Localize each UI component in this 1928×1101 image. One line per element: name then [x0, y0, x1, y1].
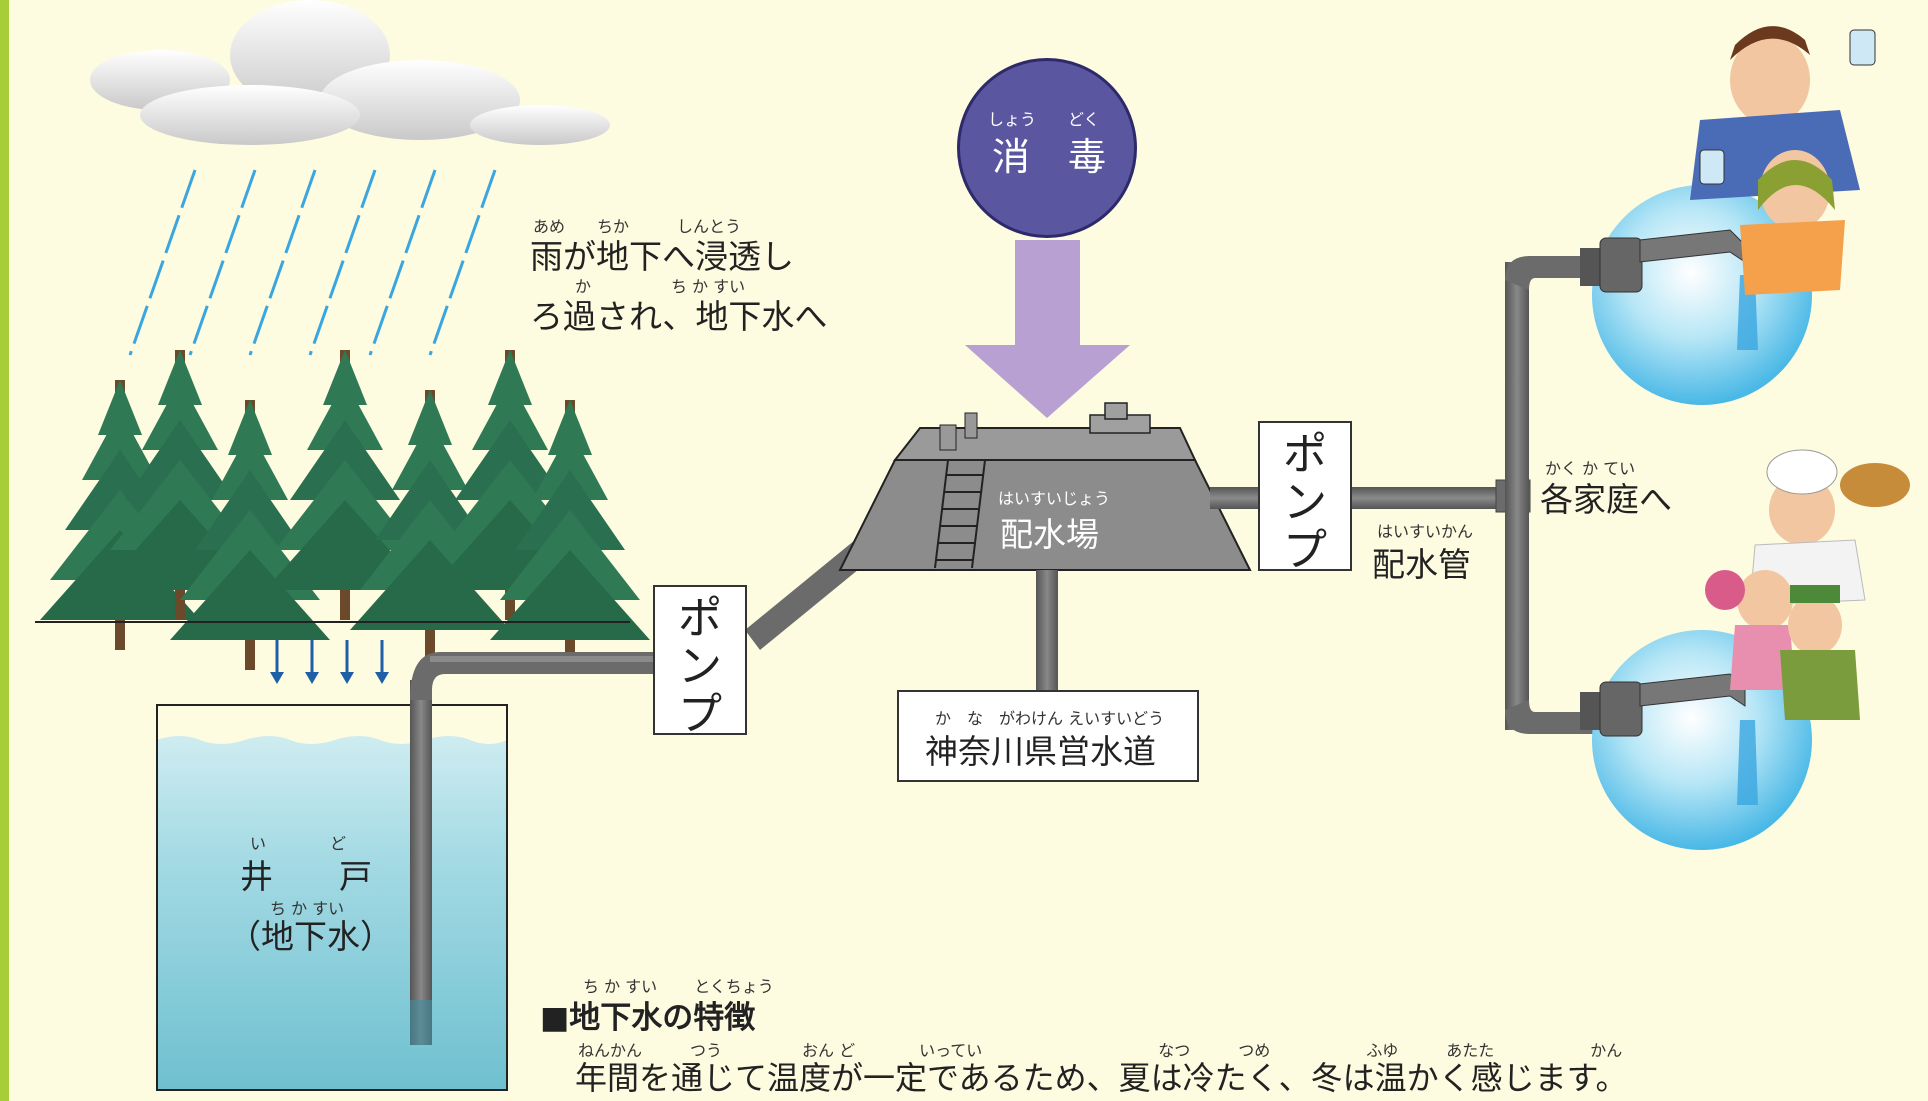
pipe-label: 配水管 [1372, 545, 1471, 584]
arrow-down-icon [270, 640, 389, 684]
prefecture-ruby: か な がわけん えいすいどう [935, 709, 1165, 728]
disinfection-label: 消 毒 [992, 135, 1107, 179]
pump-right: ポ ン プ [1258, 421, 1352, 575]
rain-text-line2: ろ過され、地下水へ [530, 297, 828, 336]
pipe-ruby: はいすいかん [1377, 522, 1474, 541]
well-ruby-2: ち か すい [270, 899, 345, 918]
disinfection-ruby: しょう どく [988, 110, 1100, 129]
people-icon [1690, 26, 1910, 720]
reservoir-icon [838, 402, 1252, 571]
rain-ruby-2: か ち か すい [575, 277, 746, 296]
reservoir-label: 配水場 [1000, 515, 1099, 554]
left-border [0, 0, 9, 1101]
prefecture-label: 神奈川県営水道 [925, 732, 1156, 771]
reservoir-ruby: はいすいじょう [998, 489, 1111, 508]
well-sublabel: （地下水） [228, 917, 393, 956]
pump-left: ポ ン プ [653, 585, 747, 739]
pump-left-label: ポ ン プ [678, 593, 722, 740]
feature-text: 年間を通じて温度が一定であるため、夏は冷たく、冬は温かく感じます。 [575, 1059, 1628, 1097]
rain-icon [128, 169, 497, 356]
feature-title: ■地下水の特徴 [540, 1000, 756, 1036]
well-ruby-1: い ど [250, 834, 347, 853]
arrow-down-icon [965, 240, 1130, 418]
well-label: 井 戸 [240, 857, 372, 896]
cloud-icon [90, 0, 610, 145]
well-tank [156, 704, 508, 1091]
pump-right-label: ポ ン プ [1283, 429, 1327, 576]
households-label: 各家庭へ [1540, 480, 1672, 519]
rain-text-line1: 雨が地下へ浸透し [530, 237, 794, 276]
prefecture-box [897, 690, 1199, 782]
households-ruby: かく か てい [1545, 459, 1636, 478]
feature-title-ruby: ち か すい とくちょう [583, 977, 774, 996]
disinfection-circle [957, 58, 1137, 238]
feature-ruby: ねんかん つう おん ど いってい なつ つめ ふゆ あたた かん [578, 1041, 1623, 1060]
rain-ruby-1: あめ ちか しんとう [533, 217, 742, 236]
